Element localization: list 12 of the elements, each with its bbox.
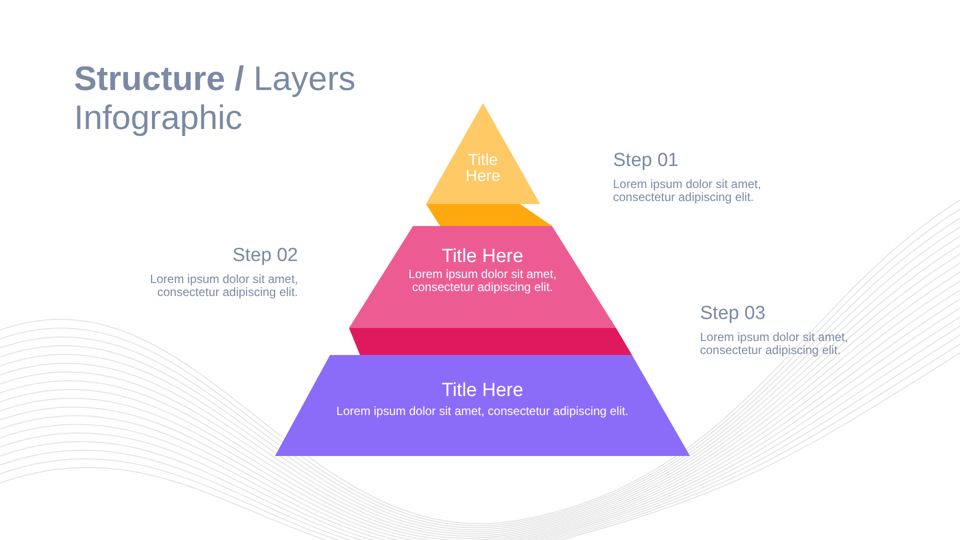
layer-title: Title Here: [464, 153, 502, 185]
step-description: Lorem ipsum dolor sit amet, consectetur adipiscing elit.: [148, 273, 298, 299]
step-heading: Step 03: [700, 303, 766, 325]
slide-title: Structure / Layers Infographic: [74, 60, 357, 138]
step-heading: Step 01: [613, 150, 680, 172]
layer-title: Title Here: [442, 380, 524, 402]
step-heading: Step 02: [232, 245, 298, 267]
layer-description: Lorem ipsum dolor sit amet, consectetur adipiscing elit.: [407, 268, 558, 294]
step-description: Lorem ipsum dolor sit amet, consectetur adipiscing elit.: [613, 178, 762, 204]
layer-description: Lorem ipsum dolor sit amet, consectetur adipiscing elit.: [336, 405, 629, 418]
layer-title: Title Here: [442, 246, 524, 268]
step-description: Lorem ipsum dolor sit amet, consectetur adipiscing elit.: [700, 331, 850, 357]
